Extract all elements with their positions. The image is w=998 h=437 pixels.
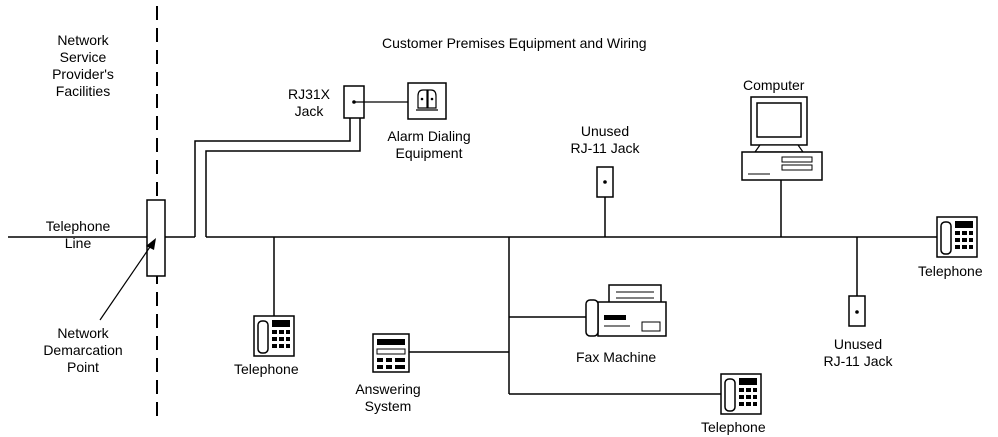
rj31x-line-1: RJ31X: [287, 86, 331, 102]
telephone-bottom-label: Telephone: [701, 419, 766, 435]
answering-system-label: Answering System: [340, 381, 436, 415]
rj31x-wiring: [194, 118, 361, 237]
demarc-line-1: Network: [57, 325, 109, 341]
rj31x-jack-label: RJ31X Jack: [276, 86, 342, 120]
demarc-line-3: Point: [67, 359, 99, 375]
unused-top-line-1: Unused: [580, 123, 630, 139]
alarm-dialing-label: Alarm Dialing Equipment: [370, 128, 488, 162]
telephone-right-label: Telephone: [918, 263, 983, 279]
branch-wiring: [409, 237, 721, 395]
computer-icon: [741, 96, 823, 181]
answering-line-2: System: [364, 398, 412, 414]
rj31x-line-2: Jack: [294, 103, 324, 119]
fax-machine-icon: [585, 284, 667, 337]
unused-bottom-line-1: Unused: [833, 336, 883, 352]
telephone-bottom-icon: [720, 373, 762, 415]
alarm-equipment-icon: [407, 82, 447, 120]
unused-jack-bottom-label: Unused RJ-11 Jack: [808, 336, 908, 370]
demarcation-point-label: Network Demarcation Point: [30, 325, 136, 376]
provider-line-2: Service: [59, 49, 107, 65]
customer-premises-title: Customer Premises Equipment and Wiring: [382, 35, 647, 51]
fax-machine-label: Fax Machine: [576, 349, 657, 365]
telephone-line-line-1: Telephone: [45, 218, 111, 234]
alarm-line-2: Equipment: [395, 145, 463, 161]
demarc-line-2: Demarcation: [43, 342, 123, 358]
answering-system-icon: [372, 333, 410, 373]
computer-label: Computer: [743, 77, 805, 93]
telephone-left-label: Telephone: [234, 361, 299, 377]
telephone-line-line-2: Line: [64, 235, 92, 251]
telephone-line-label: Telephone Line: [30, 218, 126, 252]
telephone-left-icon: [253, 315, 295, 357]
provider-line-4: Facilities: [55, 83, 111, 99]
demarcation-arrow: [99, 238, 156, 321]
alarm-line-1: Alarm Dialing: [387, 128, 471, 144]
telephone-right-icon: [936, 216, 978, 258]
provider-line-1: Network: [57, 32, 109, 48]
unused-top-line-2: RJ-11 Jack: [570, 140, 640, 156]
provider-line-3: Provider's: [52, 66, 114, 82]
unused-jack-top-label: Unused RJ-11 Jack: [555, 123, 655, 157]
answering-line-1: Answering: [355, 381, 421, 397]
provider-facilities-label: Network Service Provider's Facilities: [30, 32, 136, 100]
unused-bottom-line-2: RJ-11 Jack: [823, 353, 893, 369]
